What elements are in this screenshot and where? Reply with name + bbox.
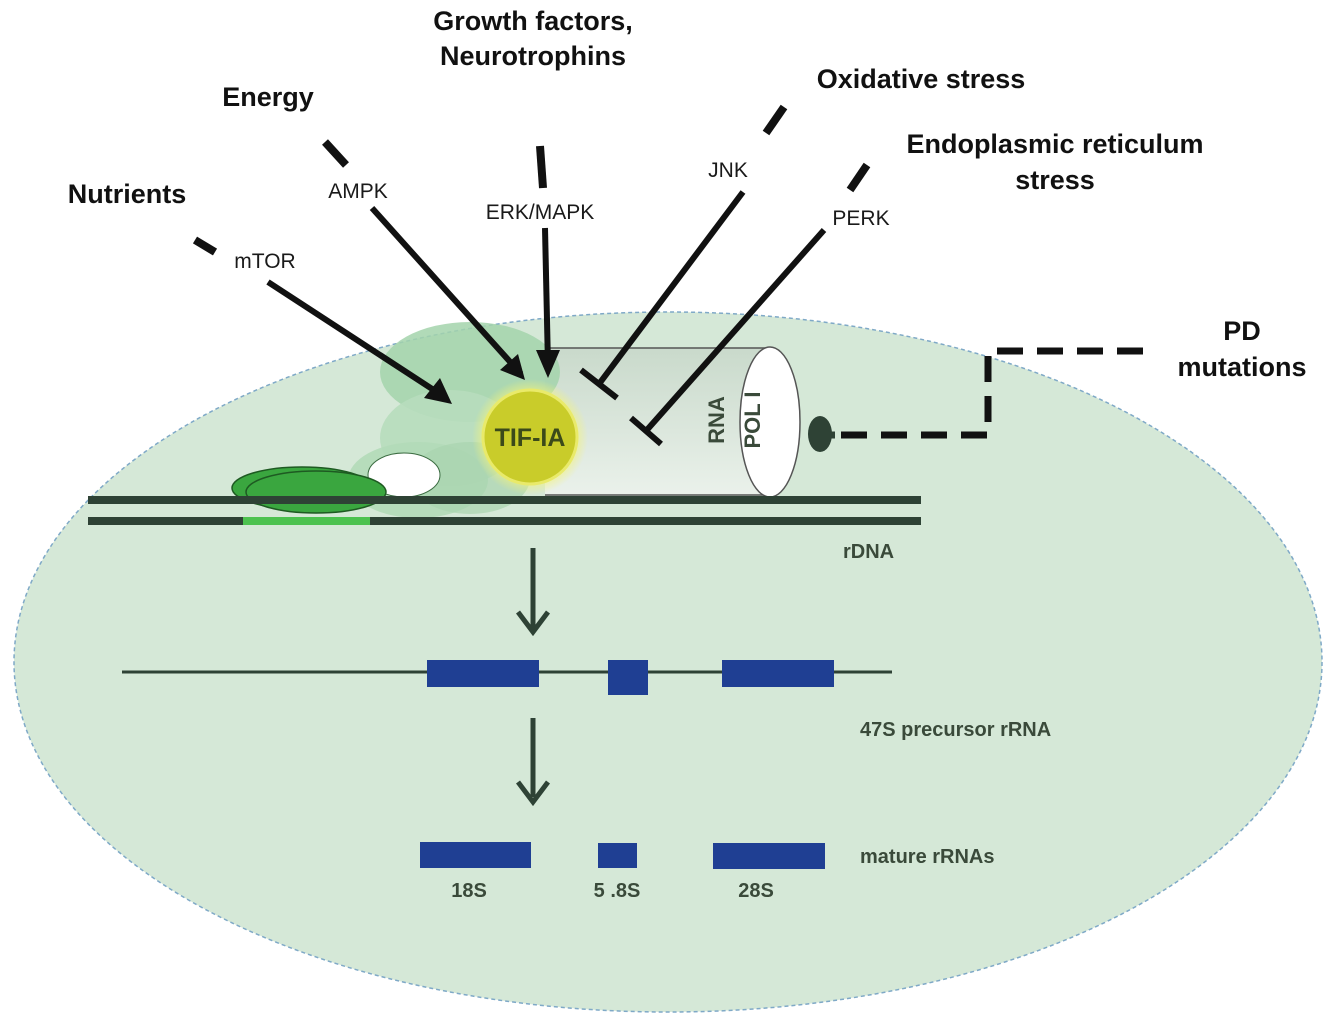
mutations-label: mutations xyxy=(1177,352,1306,382)
mature-rrnas xyxy=(420,842,825,869)
signal-dash-lines xyxy=(192,104,871,256)
ampk-label: AMPK xyxy=(328,180,388,203)
tif-ia-factor: TIF-IA xyxy=(472,379,588,495)
mtor-label: mTOR xyxy=(234,250,295,273)
oxidative-stress-label: Oxidative stress xyxy=(817,64,1026,94)
precursor-label: 47S precursor rRNA xyxy=(860,719,1051,741)
rna-label: RNA xyxy=(704,396,729,444)
process-arrows xyxy=(516,548,550,807)
rdna-label: rDNA xyxy=(843,541,894,563)
pol-i-label: POL I xyxy=(740,391,765,448)
tif-ia-label: TIF-IA xyxy=(495,424,566,452)
activation-arrows xyxy=(266,205,553,401)
inhibition-lines xyxy=(579,190,827,447)
rrna-18s-label: 18S xyxy=(451,880,487,902)
pd-label: PD xyxy=(1223,316,1261,346)
er-stress-label-line2: stress xyxy=(1015,165,1095,195)
precursor-rrna xyxy=(122,660,892,695)
neurotrophins-label: Neurotrophins xyxy=(440,41,626,71)
rrna-5-8s-label: 5 .8S xyxy=(594,880,641,902)
growth-factors-label: Growth factors, xyxy=(433,6,633,36)
er-stress-label-line1: Endoplasmic reticulum xyxy=(906,129,1203,159)
mature-label: mature rRNAs xyxy=(860,846,994,868)
arrowheads-visible xyxy=(424,350,560,404)
rrna-28s-label: 28S xyxy=(738,880,774,902)
rdna-strand xyxy=(88,496,921,525)
erk-mapk-label: ERK/MAPK xyxy=(486,201,595,224)
energy-label: Energy xyxy=(222,82,314,112)
nutrients-label: Nutrients xyxy=(68,179,187,209)
pd-mutation-connector xyxy=(808,347,1143,452)
perk-label: PERK xyxy=(832,207,889,230)
jnk-label: JNK xyxy=(708,159,748,182)
